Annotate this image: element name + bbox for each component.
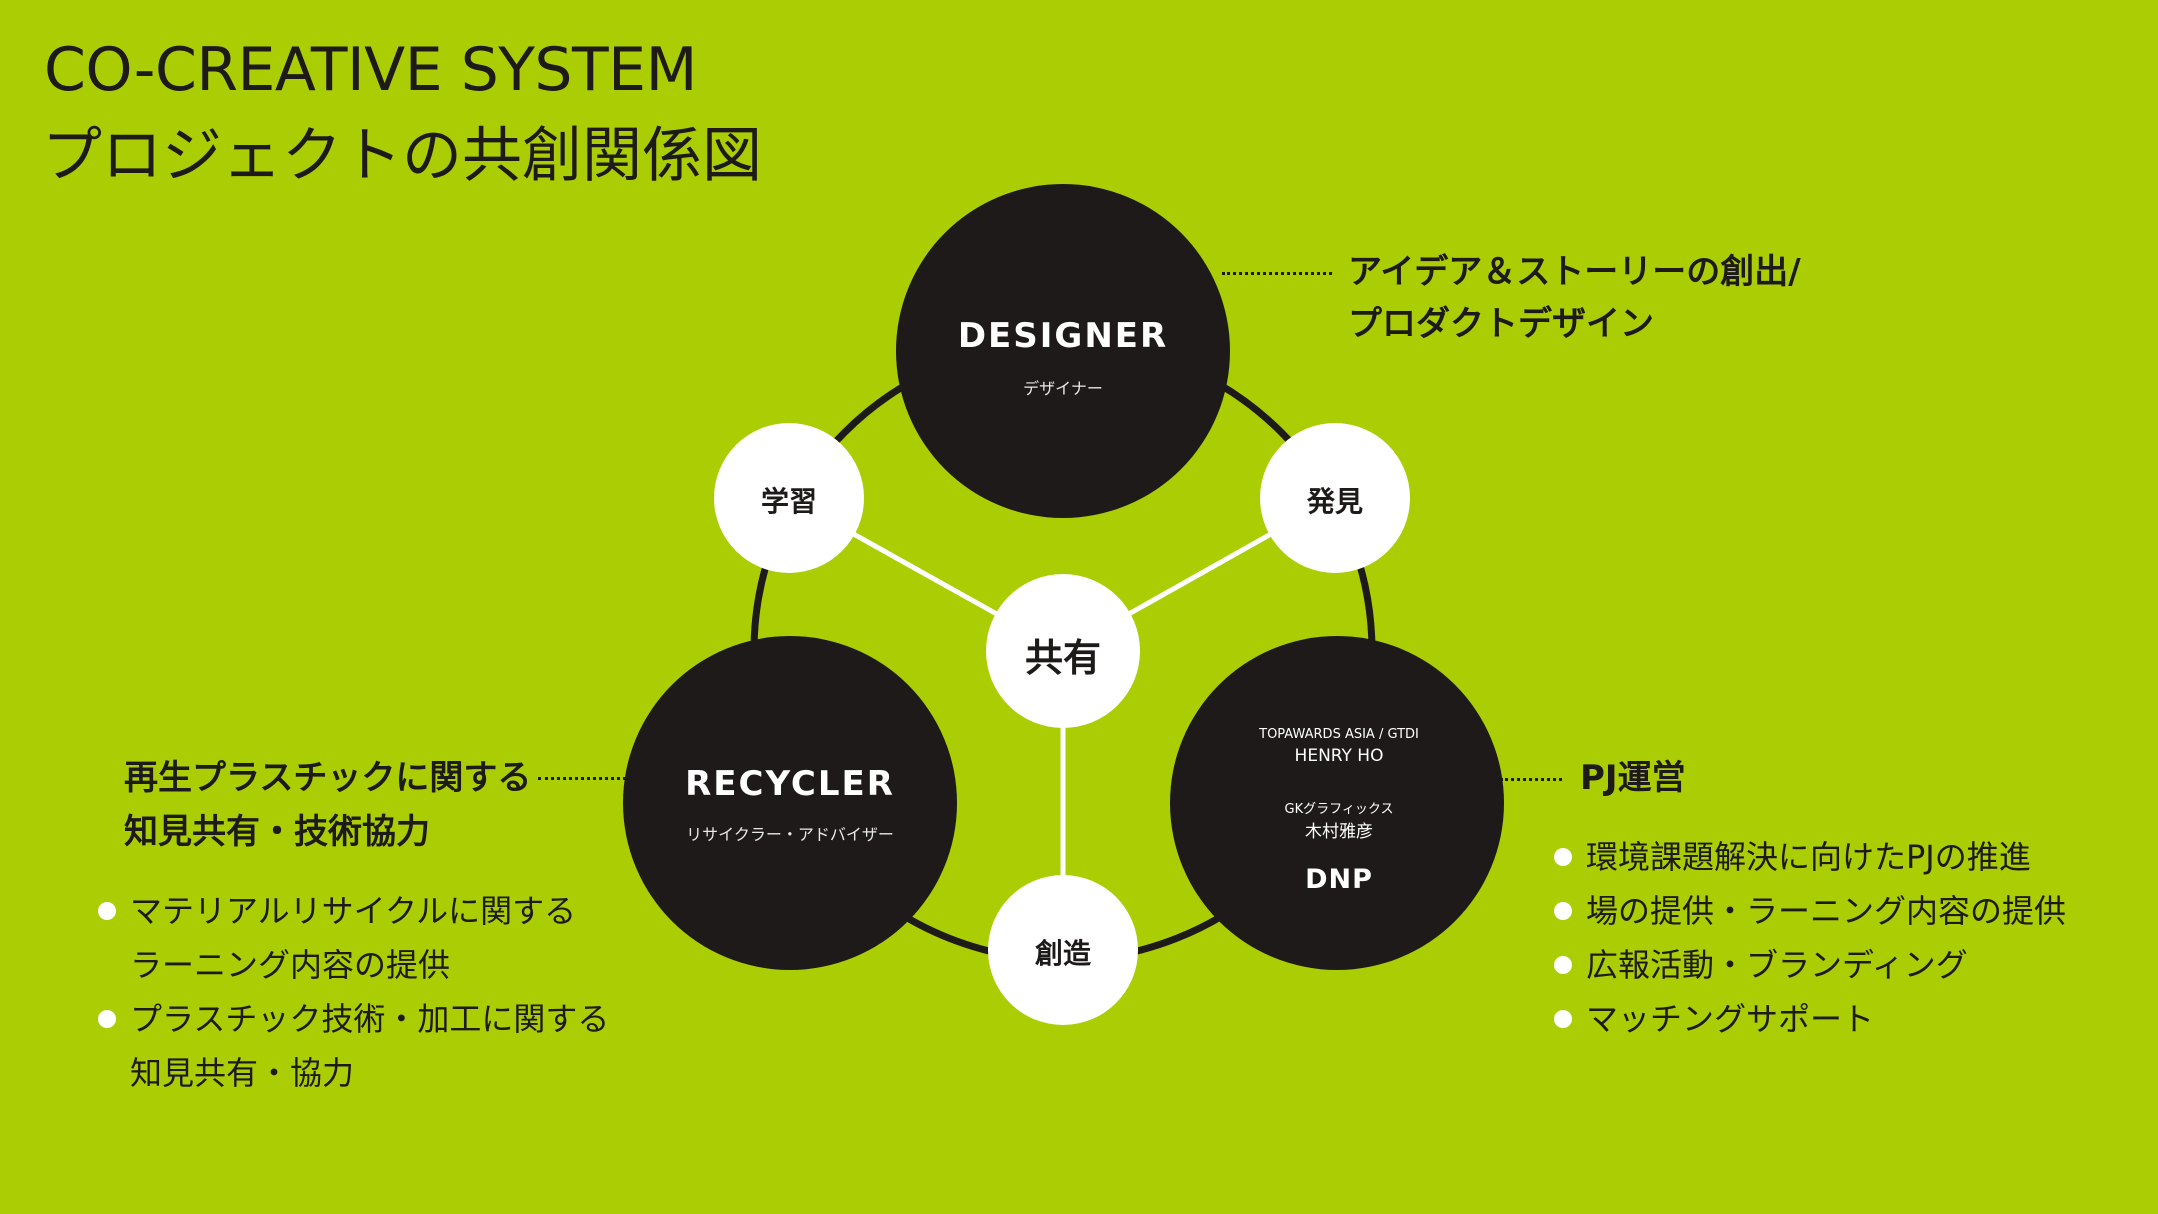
- designer-label-ja: デザイナー: [1023, 379, 1103, 398]
- recycler-circle: [623, 636, 957, 970]
- recycler-contributions: マテリアルリサイクルに関する ラーニング内容の提供 プラスチック技術・加工に関す…: [96, 884, 609, 1100]
- bullet-icon: [98, 902, 116, 920]
- list-item: マテリアルリサイクルに関する ラーニング内容の提供: [96, 884, 609, 992]
- dnp-org1: TOPAWARDS ASIA / GTDI: [1259, 727, 1419, 742]
- designer-role-line2: プロダクトデザイン: [1348, 304, 1654, 344]
- create-node: [988, 875, 1138, 1025]
- bullet-icon: [1554, 956, 1572, 974]
- list-item: 環境課題解決に向けたPJの推進: [1552, 830, 2066, 884]
- dnp-leader-line: [1500, 778, 1562, 781]
- list-item-line: ラーニング内容の提供: [130, 946, 451, 984]
- dnp-contributions: 環境課題解決に向けたPJの推進 場の提供・ラーニング内容の提供 広報活動・ブラン…: [1552, 830, 2066, 1046]
- dnp-org2: GKグラフィックス: [1284, 802, 1394, 817]
- bullet-icon: [98, 1010, 116, 1028]
- list-item-text: マッチングサポート: [1586, 1000, 1875, 1038]
- recycler-role-line1: 再生プラスチックに関する: [124, 758, 532, 798]
- list-item: マッチングサポート: [1552, 992, 2066, 1046]
- dnp-label: DNP: [1305, 864, 1373, 895]
- bullet-icon: [1554, 1010, 1572, 1028]
- designer-circle: [896, 184, 1230, 518]
- designer-leader-line: [1222, 272, 1332, 275]
- recycler-label: RECYCLER: [685, 764, 895, 804]
- discover-label: 発見: [1306, 485, 1364, 518]
- list-item-line: プラスチック技術・加工に関する: [130, 1000, 610, 1038]
- designer-role-line1: アイデア＆ストーリーの創出/: [1348, 252, 1801, 292]
- recycler-label-ja: リサイクラー・アドバイザー: [686, 825, 894, 844]
- title-japanese: プロジェクトの共創関係図: [42, 121, 762, 191]
- dnp-person1: HENRY HO: [1294, 746, 1384, 766]
- bullet-icon: [1554, 902, 1572, 920]
- list-item-text: 場の提供・ラーニング内容の提供: [1586, 892, 2067, 930]
- create-label: 創造: [1034, 937, 1092, 970]
- designer-label: DESIGNER: [957, 316, 1169, 356]
- dnp-circle: [1170, 636, 1504, 970]
- list-item: 場の提供・ラーニング内容の提供: [1552, 884, 2066, 938]
- list-item-line: 知見共有・協力: [130, 1054, 355, 1092]
- discover-node: [1260, 423, 1410, 573]
- share-node: [986, 574, 1140, 728]
- learn-label: 学習: [760, 485, 818, 518]
- list-item-line: マテリアルリサイクルに関する: [130, 892, 577, 930]
- bullet-icon: [1554, 848, 1572, 866]
- list-item-text: 広報活動・ブランディング: [1586, 946, 1968, 984]
- share-label: 共有: [1024, 636, 1102, 680]
- list-item-text: 環境課題解決に向けたPJの推進: [1586, 838, 2031, 876]
- list-item: 広報活動・ブランディング: [1552, 938, 2066, 992]
- recycler-role-line2: 知見共有・技術協力: [124, 812, 430, 852]
- title-english: CO-CREATIVE SYSTEM: [44, 35, 697, 105]
- learn-node: [714, 423, 864, 573]
- list-item: プラスチック技術・加工に関する 知見共有・協力: [96, 992, 609, 1100]
- dnp-person2: 木村雅彦: [1305, 822, 1373, 842]
- dnp-role: PJ運営: [1580, 758, 1686, 798]
- recycler-leader-line: [538, 777, 626, 780]
